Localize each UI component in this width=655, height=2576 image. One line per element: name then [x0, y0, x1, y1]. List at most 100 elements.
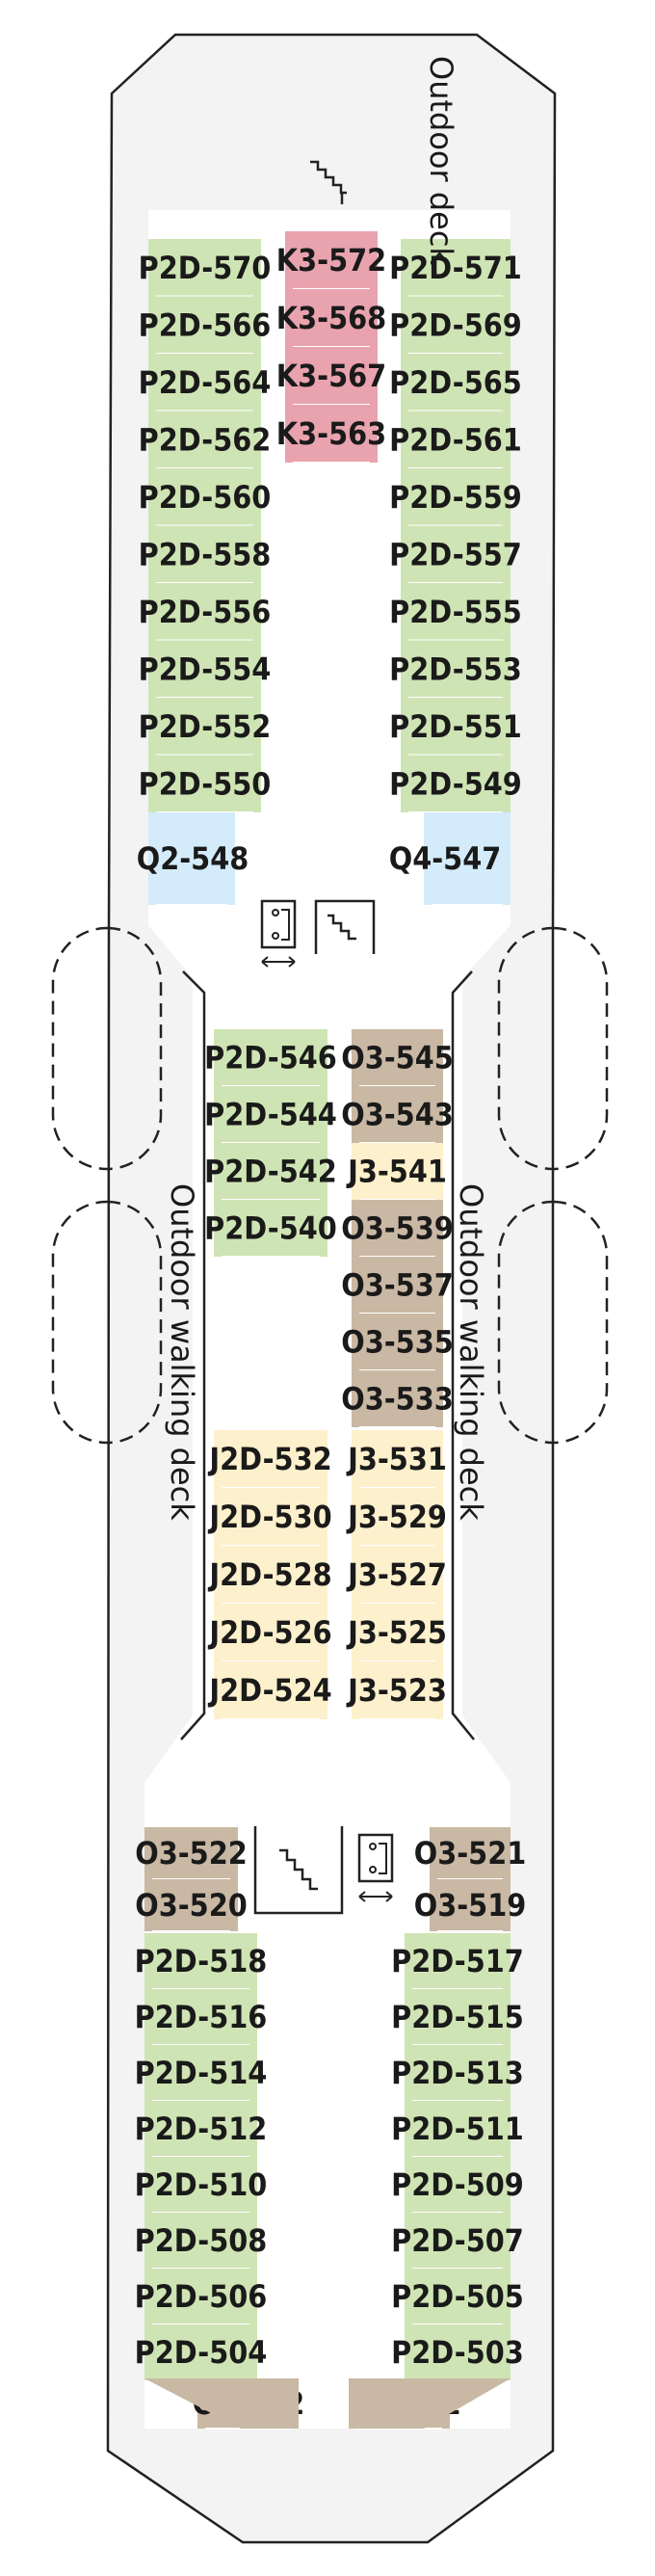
- cabin-j2d-530[interactable]: J2D-530: [207, 1488, 332, 1547]
- cabin-number: P2D-512: [135, 2111, 268, 2147]
- cabin-o3-520[interactable]: O3-520: [135, 1879, 248, 1932]
- cabin-p2d-513[interactable]: P2D-513: [391, 2045, 524, 2102]
- cabin-number: P2D-516: [135, 1999, 268, 2035]
- cabin-p2d-505[interactable]: P2D-505: [391, 2269, 524, 2325]
- cabin-box: [144, 2045, 257, 2101]
- cabin-box: [144, 2269, 257, 2324]
- cabin-q2-548[interactable]: Q2-548: [137, 812, 249, 906]
- cabin-number: P2D-510: [135, 2166, 268, 2203]
- cabin-p2d-565[interactable]: P2D-565: [389, 354, 522, 412]
- cabin-box: [352, 1314, 443, 1370]
- cabin-p2d-514[interactable]: P2D-514: [135, 2045, 268, 2102]
- cabin-k3-568[interactable]: K3-568: [276, 289, 386, 348]
- cabin-p2d-571[interactable]: P2D-571: [389, 239, 522, 298]
- cabin-box: [405, 2101, 511, 2157]
- cabin-number: P2D-505: [391, 2278, 524, 2315]
- cabin-p2d-559[interactable]: P2D-559: [389, 468, 522, 527]
- cabin-box: [352, 1370, 443, 1427]
- cabin-p2d-516[interactable]: P2D-516: [135, 1989, 268, 2046]
- cabin-p2d-510[interactable]: P2D-510: [135, 2157, 268, 2214]
- cabin-o3-522[interactable]: O3-522: [135, 1827, 248, 1880]
- cabin-q4-547[interactable]: Q4-547: [389, 812, 511, 906]
- cabin-p2d-504[interactable]: P2D-504: [135, 2324, 268, 2381]
- cabin-j3-541[interactable]: J3-541: [346, 1143, 447, 1201]
- cabin-o3-543[interactable]: O3-543: [341, 1086, 454, 1144]
- cabin-k3-572[interactable]: K3-572: [276, 231, 386, 290]
- cabin-number: P2D-515: [391, 1999, 524, 2035]
- cabin-p2d-562[interactable]: P2D-562: [139, 411, 272, 469]
- cabin-p2d-561[interactable]: P2D-561: [389, 411, 522, 469]
- cabin-j2d-526[interactable]: J2D-526: [207, 1604, 332, 1662]
- elevator-icon: [260, 899, 297, 968]
- cabin-o3-519[interactable]: O3-519: [414, 1879, 527, 1932]
- cabin-p2d-507[interactable]: P2D-507: [391, 2213, 524, 2270]
- cabin-number: P2D-558: [139, 536, 272, 572]
- cabin-box: [405, 2045, 511, 2101]
- cabin-box: [285, 231, 378, 289]
- cabin-p2d-506[interactable]: P2D-506: [135, 2269, 268, 2325]
- cabin-number: J3-527: [346, 1556, 447, 1593]
- cabin-box: [144, 1989, 257, 2045]
- cabin-p2d-512[interactable]: P2D-512: [135, 2101, 268, 2158]
- cabin-p2d-509[interactable]: P2D-509: [391, 2157, 524, 2214]
- cabin-box: [214, 1086, 328, 1143]
- cabin-k3-567[interactable]: K3-567: [276, 347, 386, 406]
- cabin-j3-529[interactable]: J3-529: [346, 1488, 447, 1547]
- cabin-p2d-557[interactable]: P2D-557: [389, 525, 522, 584]
- cabin-number: O3-521: [414, 1835, 527, 1872]
- cabin-p2d-540[interactable]: P2D-540: [204, 1200, 337, 1258]
- cabin-o3-537[interactable]: O3-537: [341, 1257, 454, 1315]
- cabin-p2d-555[interactable]: P2D-555: [389, 583, 522, 642]
- cabin-p2d-569[interactable]: P2D-569: [389, 296, 522, 355]
- cabin-p2d-570[interactable]: P2D-570: [139, 239, 272, 298]
- cabin-number: J3-531: [346, 1441, 447, 1477]
- cabin-box: [401, 698, 511, 756]
- cabin-k3-563[interactable]: K3-563: [276, 405, 386, 464]
- cabin-o3-535[interactable]: O3-535: [341, 1314, 454, 1371]
- cabin-box: [352, 1143, 443, 1200]
- cabin-p2d-542[interactable]: P2D-542: [204, 1143, 337, 1201]
- cabin-box: [401, 468, 511, 526]
- cabin-box: [352, 1488, 443, 1546]
- cabin-j3-525[interactable]: J3-525: [346, 1604, 447, 1662]
- cabin-o3-521[interactable]: O3-521: [414, 1827, 527, 1880]
- cabin-box: [285, 289, 378, 347]
- cabin-p2d-553[interactable]: P2D-553: [389, 640, 522, 699]
- cabin-p2d-560[interactable]: P2D-560: [139, 468, 272, 527]
- cabin-j2d-528[interactable]: J2D-528: [207, 1546, 332, 1605]
- cabin-j2d-524[interactable]: J2D-524: [207, 1661, 332, 1720]
- cabin-number: P2D-552: [139, 708, 272, 745]
- cabin-number: P2D-571: [389, 250, 522, 286]
- cabin-p2d-556[interactable]: P2D-556: [139, 583, 272, 642]
- cabin-box: [144, 2157, 257, 2213]
- cabin-p2d-552[interactable]: P2D-552: [139, 698, 272, 757]
- cabin-p2d-549[interactable]: P2D-549: [389, 755, 522, 813]
- outdoor-deck-label: Outdoor deck: [423, 56, 459, 265]
- cabin-j2d-532[interactable]: J2D-532: [207, 1430, 332, 1489]
- cabin-p2d-518[interactable]: P2D-518: [135, 1933, 268, 1990]
- cabin-p2d-566[interactable]: P2D-566: [139, 296, 272, 355]
- cabin-j3-531[interactable]: J3-531: [346, 1430, 447, 1489]
- cabin-o3-533[interactable]: O3-533: [341, 1370, 454, 1428]
- cabin-p2d-511[interactable]: P2D-511: [391, 2101, 524, 2158]
- cabin-p2d-503[interactable]: P2D-503: [391, 2324, 524, 2381]
- cabin-number: P2D-504: [135, 2334, 268, 2371]
- cabin-number: O3-539: [341, 1210, 454, 1247]
- cabin-p2d-546[interactable]: P2D-546: [204, 1029, 337, 1087]
- cabin-j3-523[interactable]: J3-523: [346, 1661, 447, 1720]
- cabin-o3-545[interactable]: O3-545: [341, 1029, 454, 1087]
- cabin-o3-539[interactable]: O3-539: [341, 1200, 454, 1258]
- cabin-number: P2D-565: [389, 364, 522, 401]
- cabin-p2d-517[interactable]: P2D-517: [391, 1933, 524, 1990]
- cabin-p2d-550[interactable]: P2D-550: [139, 755, 272, 813]
- cabin-p2d-558[interactable]: P2D-558: [139, 525, 272, 584]
- cabin-j3-527[interactable]: J3-527: [346, 1546, 447, 1605]
- cabin-box: [148, 468, 261, 526]
- cabin-p2d-551[interactable]: P2D-551: [389, 698, 522, 757]
- cabin-p2d-508[interactable]: P2D-508: [135, 2213, 268, 2270]
- cabin-p2d-515[interactable]: P2D-515: [391, 1989, 524, 2046]
- cabin-p2d-554[interactable]: P2D-554: [139, 640, 272, 699]
- cabin-p2d-564[interactable]: P2D-564: [139, 354, 272, 412]
- cabin-p2d-544[interactable]: P2D-544: [204, 1086, 337, 1144]
